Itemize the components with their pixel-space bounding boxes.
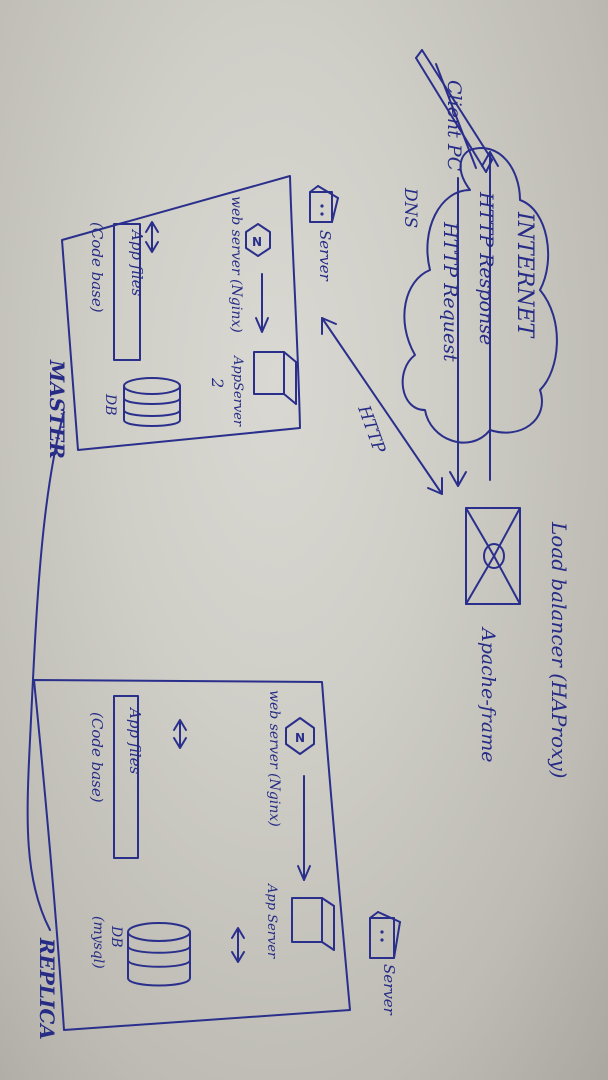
load-balancer-label: Load balancer (HAProxy) <box>547 521 571 778</box>
server-a-box: Server N web server (Nginx) AppServer <box>61 175 339 451</box>
server-a-server-label: Server <box>316 230 334 282</box>
server-b-app-server-label: App Server <box>264 883 279 959</box>
http-response-label: HTTP Response <box>475 191 497 345</box>
server-a-code-base-label: (Code base) <box>88 222 106 313</box>
http-request-label: HTTP Request <box>439 221 461 362</box>
svg-text:2: 2 <box>208 377 227 388</box>
server-a-db-cylinder-icon <box>123 377 181 427</box>
server-a-server-icon <box>309 185 339 223</box>
server-b-db-cylinder-icon <box>127 922 191 987</box>
server-b-server-icon <box>369 911 401 959</box>
svg-text:N: N <box>252 235 262 249</box>
dns-label: DNS <box>400 187 420 228</box>
server-b-app-files-label: App files <box>126 706 144 774</box>
svg-text:N: N <box>295 731 305 745</box>
server-b-nginx-logo-icon: N <box>285 717 315 755</box>
server-b-app-files-box: App files <box>113 695 144 859</box>
client-pc-box: Client PC <box>415 49 493 173</box>
master-label-group: MASTER <box>26 359 69 931</box>
server-a-db-label: DB <box>102 393 118 416</box>
server-a-nginx-logo-icon: N <box>245 223 271 257</box>
server-b-updown-arrow-db <box>231 927 245 963</box>
internet-label: INTERNET <box>512 211 537 340</box>
replica-label: REPLICA <box>35 937 59 1040</box>
server-a-app-files-label: App files <box>128 228 146 296</box>
server-a-web-server-label: web server (Nginx) <box>228 196 244 333</box>
server-b-web-server-label: web server (Nginx) <box>266 690 282 827</box>
load-balancer: Load balancer (HAProxy) Apache-frame <box>465 507 571 778</box>
server-b-mysql-label: (mysql) <box>90 916 106 969</box>
http-request-arrow: HTTP Request <box>439 177 467 487</box>
server-b-box: Server N web server (Nginx) App Server <box>33 679 401 1031</box>
http-link-arrow: HTTP <box>321 317 443 495</box>
server-a-app-server-label: AppServer <box>230 355 245 427</box>
server-a-nginx-to-app-arrow <box>255 273 269 333</box>
server-a-app-files-box: App files <box>113 223 146 361</box>
client-pc-label: Client PC <box>443 80 465 172</box>
server-b-nginx-to-app-arrow <box>297 775 311 881</box>
server-b-code-base-label: (Code base) <box>88 712 106 803</box>
internet-cloud: INTERNET <box>401 147 558 444</box>
server-b-updown-arrow-top <box>173 719 187 749</box>
server-a-updown-arrow <box>145 221 159 253</box>
load-balancer-envelope-icon <box>465 507 521 605</box>
server-a-app-server-icon <box>253 351 297 405</box>
server-b-db-label: DB <box>108 925 124 948</box>
http-response-arrow: HTTP Response <box>475 151 499 481</box>
server-b-server-label: Server <box>380 964 398 1016</box>
server-b-app-server-icon <box>291 897 335 951</box>
apache-frame-label: Apache-frame <box>477 626 499 762</box>
